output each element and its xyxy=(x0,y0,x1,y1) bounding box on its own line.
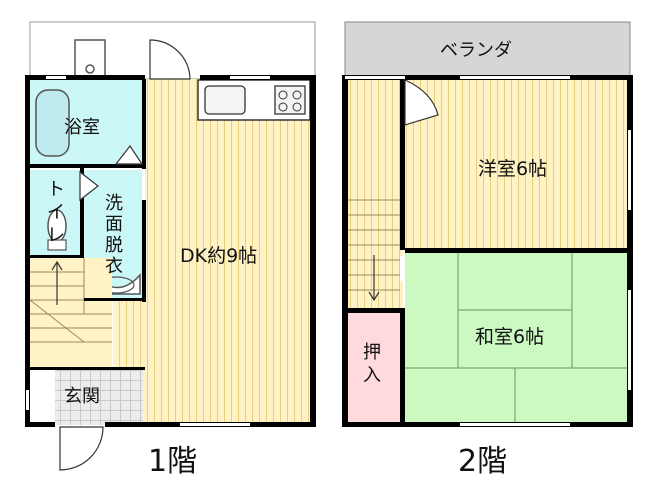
room-label-washroom: 洗面脱衣 xyxy=(105,193,123,277)
room-label-western: 洋室6帖 xyxy=(478,158,547,180)
room-label-dk: DK約9帖 xyxy=(180,245,257,267)
entrance-door-swing xyxy=(59,426,104,471)
floor-1 xyxy=(25,21,316,471)
floor-2 xyxy=(342,21,633,427)
room-label-closet: 押入 xyxy=(363,342,381,386)
sink-icon xyxy=(204,85,246,115)
tatami-lines xyxy=(405,253,627,423)
toilet-door-swing xyxy=(79,170,99,202)
stairs-1f xyxy=(30,258,112,368)
room-label-japanese: 和室6帖 xyxy=(475,326,544,348)
water-heater-icon xyxy=(85,64,95,74)
back-door-swing xyxy=(149,39,191,80)
room-label-toilet: トイレ xyxy=(47,179,65,246)
closet xyxy=(348,313,400,423)
western-room-floor xyxy=(405,80,627,250)
room-label-bath: 浴室 xyxy=(64,117,100,138)
bath-door-swing xyxy=(114,144,144,165)
dk-floor xyxy=(145,79,315,425)
western-door-swing xyxy=(404,79,439,126)
room-label-balcony: ベランダ xyxy=(440,40,512,61)
floor-caption-2: 2階 xyxy=(458,444,507,479)
bathtub-icon xyxy=(35,89,70,157)
room-label-entrance: 玄関 xyxy=(64,386,100,407)
floor-caption-1: 1階 xyxy=(148,444,197,479)
japanese-room-floor xyxy=(405,253,627,423)
balcony xyxy=(344,21,631,80)
